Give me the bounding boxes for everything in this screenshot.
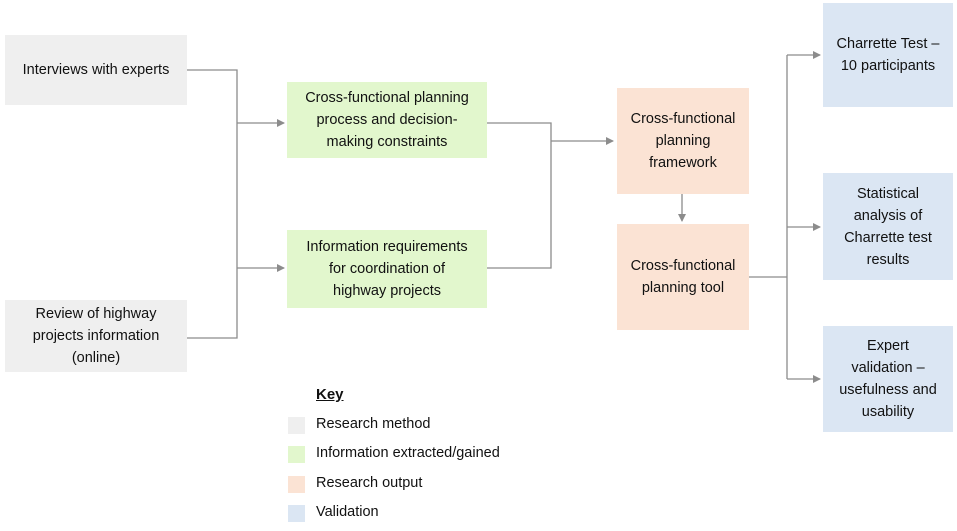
node-statistical-line: Charrette test (844, 229, 932, 246)
node-info-req-line: highway projects (333, 283, 441, 299)
node-cross-process-line: making constraints (326, 134, 448, 150)
node-statistical-line: results (866, 251, 910, 268)
node-interviews: Interviews with experts (5, 35, 187, 105)
key-label-validation: Validation (316, 504, 379, 520)
node-framework: Cross-functional planning framework (617, 88, 749, 194)
node-review-line: (online) (71, 350, 121, 366)
node-tool-line: Cross-functional (630, 258, 736, 274)
key-swatch-research-method (288, 417, 305, 434)
node-expert-line: Expert (867, 338, 909, 354)
node-expert: Expert validation – usefulness and usabi… (823, 326, 953, 432)
node-cross-process-line: Cross-functional planning (305, 90, 469, 106)
node-charrette: Charrette Test – 10 participants (823, 3, 953, 107)
key-swatch-information (288, 446, 305, 463)
node-statistical: Statistical analysis of Charrette test r… (823, 173, 953, 280)
node-charrette-line: 10 participants (840, 58, 936, 74)
key-swatch-validation (288, 505, 305, 522)
node-tool: Cross-functional planning tool (617, 224, 749, 330)
node-statistical-line: analysis of (853, 207, 923, 224)
node-interviews-label: Interviews with experts (22, 62, 170, 78)
node-info-req-line: for coordination of (328, 261, 446, 277)
node-expert-line: usability (861, 404, 915, 420)
node-cross-process: Cross-functional planning process and de… (287, 82, 487, 158)
node-framework-line: Cross-functional (630, 111, 736, 127)
node-cross-process-line: process and decision- (316, 112, 458, 128)
node-review: Review of highway projects information (… (5, 300, 187, 372)
node-info-req-line: Information requirements (306, 239, 468, 255)
node-expert-line: validation – (851, 360, 925, 376)
connector-interviews (187, 69, 238, 339)
node-info-req: Information requirements for coordinatio… (287, 230, 487, 308)
node-statistical-line: Statistical (856, 185, 920, 202)
key-swatch-research-output (288, 476, 305, 493)
node-review-line: Review of highway (35, 306, 157, 322)
node-review-line: projects information (32, 328, 160, 344)
node-tool-line: planning tool (641, 280, 725, 296)
node-charrette-line: Charrette Test – (836, 36, 940, 52)
key-label-research-output: Research output (316, 475, 423, 491)
connector-middle (487, 122, 552, 269)
key-label-information: Information extracted/gained (316, 445, 500, 461)
key-title: Key (316, 386, 344, 403)
node-framework-line: planning (655, 133, 711, 149)
key-label-research-method: Research method (316, 416, 431, 432)
node-framework-line: framework (649, 155, 717, 171)
node-expert-line: usefulness and (839, 382, 937, 398)
